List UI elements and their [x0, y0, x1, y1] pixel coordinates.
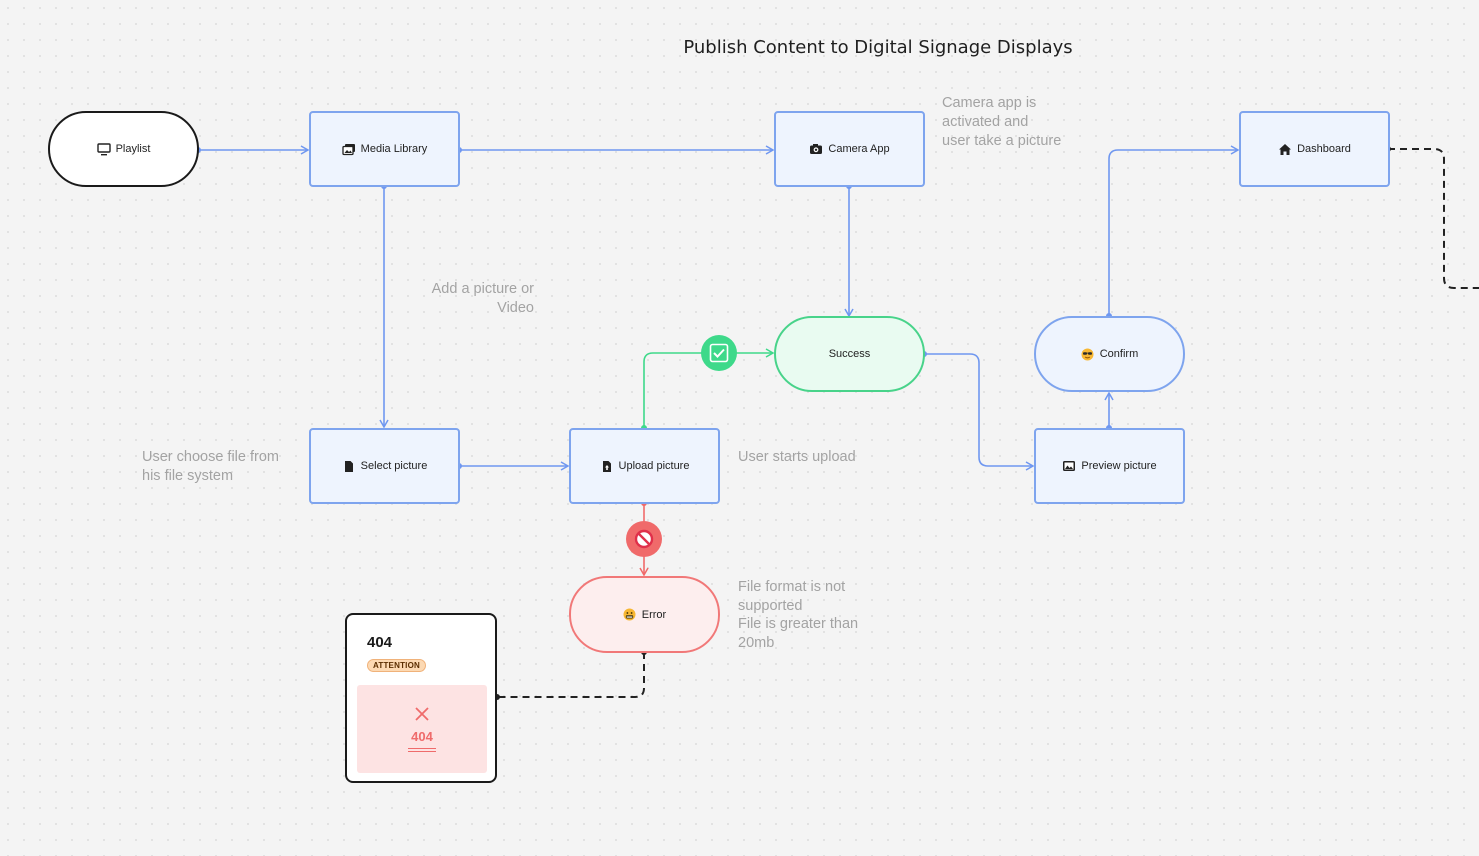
- node-label: Media Library: [360, 143, 428, 155]
- card-error-image: 404: [357, 685, 487, 773]
- grimace-emoji-icon: [623, 608, 637, 622]
- edge-error-to-404-card[interactable]: [497, 652, 645, 698]
- node-label: Camera App: [828, 143, 890, 155]
- node-label: Dashboard: [1297, 143, 1351, 155]
- note-format-error: File format is not supported File is gre…: [738, 579, 859, 651]
- note-starts-upload: User starts upload: [738, 449, 856, 465]
- node-label: Success: [828, 348, 871, 360]
- attention-tag: ATTENTION: [367, 659, 426, 672]
- node-label: Confirm: [1099, 348, 1139, 360]
- sunglasses-emoji-icon: [1081, 347, 1095, 361]
- node-select-picture[interactable]: Select picture: [309, 428, 460, 504]
- camera-icon: [809, 142, 823, 156]
- error-404-card[interactable]: 404 ATTENTION 404: [345, 613, 497, 783]
- error-prohibited-badge: [626, 521, 662, 557]
- success-check-badge: [701, 335, 737, 371]
- edge-confirm-to-dashboard[interactable]: [1108, 145, 1240, 316]
- node-confirm[interactable]: Confirm: [1034, 316, 1185, 392]
- node-label: Preview picture: [1081, 460, 1157, 472]
- node-playlist[interactable]: Playlist: [48, 111, 199, 187]
- node-label: Error: [641, 608, 667, 621]
- note-choose-file: User choose file from his file system: [142, 449, 279, 484]
- node-camera-app[interactable]: Camera App: [774, 111, 925, 187]
- monitor-icon: [96, 142, 111, 156]
- edge-upload-to-success[interactable]: [643, 348, 775, 428]
- underline: [408, 748, 436, 749]
- file-upload-icon: [600, 459, 614, 473]
- node-preview-picture[interactable]: Preview picture: [1034, 428, 1185, 504]
- x-icon: [415, 707, 429, 721]
- edge-success-to-preview[interactable]: [924, 353, 1035, 471]
- prohibited-icon: [634, 529, 654, 549]
- note-add-picture: Add a picture or Video: [431, 281, 534, 316]
- node-success[interactable]: Success: [774, 316, 925, 392]
- node-media-library[interactable]: Media Library: [309, 111, 460, 187]
- card-title: 404: [367, 634, 393, 651]
- edge-dashboard-to-offscreen[interactable]: [1388, 148, 1479, 289]
- file-icon: [342, 459, 356, 473]
- node-label: Playlist: [115, 143, 151, 155]
- picture-icon: [1062, 459, 1076, 473]
- node-error[interactable]: Error: [569, 576, 720, 653]
- images-icon: [342, 142, 356, 156]
- node-upload-picture[interactable]: Upload picture: [569, 428, 720, 504]
- node-label: Upload picture: [618, 460, 690, 472]
- node-label: Select picture: [360, 460, 428, 472]
- home-icon: [1278, 142, 1292, 156]
- card-image-code: 404: [411, 729, 433, 744]
- checkmark-icon: [709, 343, 729, 363]
- node-dashboard[interactable]: Dashboard: [1239, 111, 1390, 187]
- note-camera-app: Camera app is activated and user take a …: [942, 95, 1062, 149]
- diagram-title: Publish Content to Digital Signage Displ…: [683, 37, 1073, 58]
- underline: [408, 751, 436, 752]
